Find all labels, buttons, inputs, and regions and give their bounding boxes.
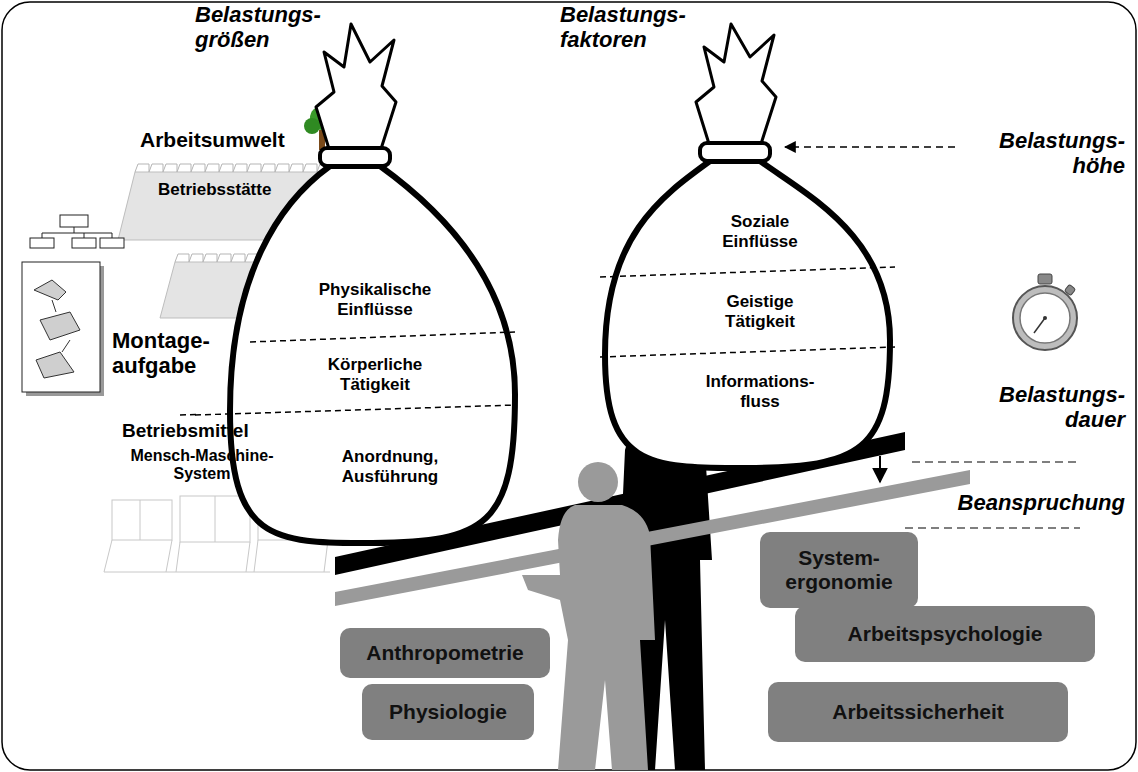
stopwatch-icon — [1034, 318, 1045, 333]
equipment-illustration — [140, 500, 141, 540]
strain-arrow — [912, 461, 1080, 462]
org-chart-icon — [22, 262, 100, 392]
stopwatch-icon — [1038, 274, 1052, 284]
load-category: Soziale Einflüsse — [722, 212, 798, 251]
org-chart-icon — [112, 233, 113, 238]
sack-knot — [320, 148, 390, 166]
load-sack: Belastungs- größenPhysikalische Einflüss… — [195, 2, 520, 547]
annotation-label: Mensch-Maschine- System — [112, 447, 292, 484]
strain-arrow — [879, 456, 881, 482]
stopwatch-icon — [1013, 286, 1077, 350]
equipment-illustration — [104, 572, 330, 573]
section-divider — [195, 405, 515, 415]
annotation-label: Betriebsmittel — [122, 420, 249, 442]
org-chart-icon — [34, 280, 80, 378]
stopwatch-icon — [1013, 274, 1077, 350]
building-illustration — [135, 164, 345, 172]
org-chart-icon — [100, 238, 124, 248]
annotation-label: Montage- aufgabe — [112, 328, 210, 379]
block-label: Arbeitssicherheit — [832, 700, 1004, 724]
org-chart-icon — [60, 215, 88, 227]
worker-silhouette — [522, 462, 655, 770]
block-label: System- ergonomie — [785, 546, 892, 594]
section-divider — [600, 347, 895, 357]
org-chart-icon — [42, 233, 43, 238]
block-label: Arbeitspsychologie — [848, 622, 1043, 646]
load-category: Geistige Tätigkeit — [725, 292, 795, 331]
discipline-block: Arbeitspsychologie — [795, 606, 1095, 662]
strain-arrow — [905, 527, 1080, 528]
org-chart-icon — [22, 215, 124, 396]
equipment-illustration — [246, 542, 250, 572]
stopwatch-icon — [1043, 316, 1047, 320]
equipment-illustration — [112, 500, 172, 540]
discipline-block: Anthropometrie — [340, 628, 550, 678]
annotation-label: Beanspruchung — [958, 490, 1125, 515]
sack-body — [230, 166, 515, 543]
sack-title: Belastungs- faktoren — [560, 2, 686, 53]
annotation-label: Belastungs- dauer — [999, 382, 1125, 433]
org-chart-icon — [72, 238, 96, 248]
org-chart-icon — [42, 233, 112, 234]
load-category: Physikalische Einflüsse — [319, 280, 431, 319]
discipline-block: System- ergonomie — [760, 532, 918, 608]
equipment-illustration — [180, 496, 250, 542]
load-height-arrow — [785, 146, 955, 148]
sack-neck — [316, 24, 396, 152]
sack-title: Belastungs- größen — [195, 2, 321, 53]
section-divider — [250, 332, 515, 342]
org-chart-icon — [30, 238, 54, 248]
equipment-illustration — [254, 540, 258, 572]
sack-neck — [696, 24, 776, 147]
worker-silhouette — [578, 462, 618, 502]
org-chart-icon — [74, 227, 75, 233]
discipline-block: Arbeitssicherheit — [768, 682, 1068, 742]
equipment-illustration — [215, 496, 216, 542]
block-label: Physiologie — [389, 700, 507, 724]
tree-icon — [304, 118, 320, 134]
discipline-block: Physiologie — [362, 684, 534, 740]
sack-body — [605, 161, 890, 468]
section-divider — [600, 267, 895, 277]
equipment-illustration — [166, 540, 172, 572]
org-chart-icon — [52, 300, 70, 352]
load-height-arrow — [785, 147, 955, 148]
load-sack: Belastungs- faktorenSoziale EinflüsseGei… — [560, 2, 895, 472]
stopwatch-icon — [1020, 293, 1070, 343]
annotation-label: Arbeitsumwelt — [140, 128, 285, 152]
sack-knot — [700, 143, 770, 161]
equipment-illustration — [104, 540, 112, 572]
block-label: Anthropometrie — [366, 641, 524, 665]
equipment-illustration — [176, 542, 180, 572]
org-chart-icon — [84, 233, 85, 238]
load-category: Körperliche Tätigkeit — [328, 355, 422, 394]
load-category: Anordnung, Ausführung — [342, 447, 438, 486]
load-category: Informations- fluss — [706, 372, 815, 411]
annotation-label: Belastungs- höhe — [999, 128, 1125, 179]
annotation-label: Betriebsstätte — [158, 180, 271, 200]
